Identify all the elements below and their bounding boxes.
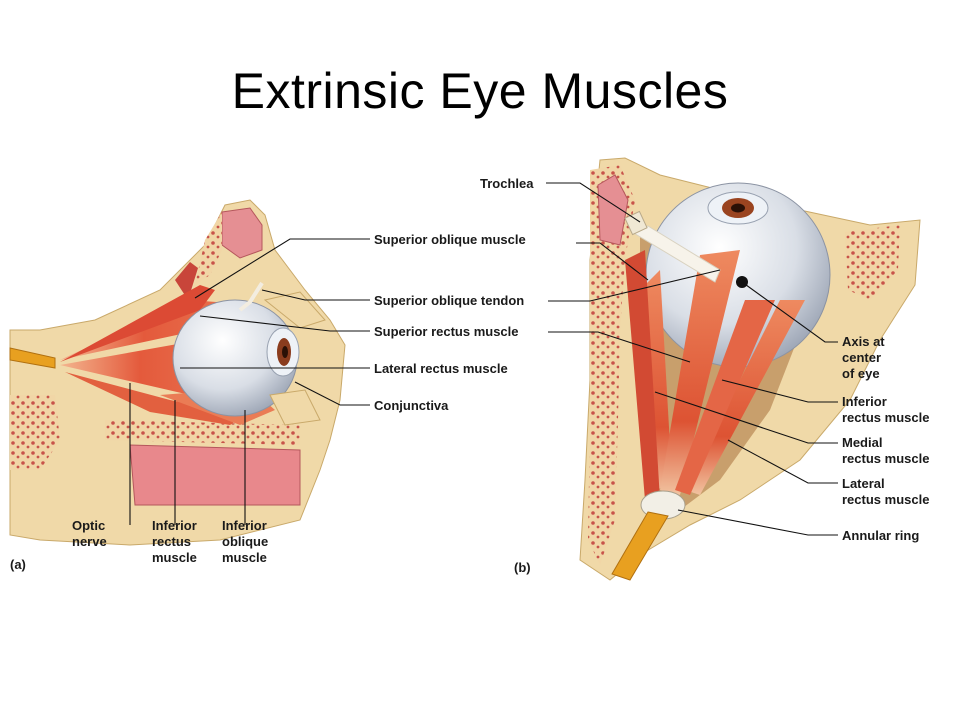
label-b-axis-1: Axis at <box>842 334 885 349</box>
panel-a-optic-nerve <box>9 347 56 369</box>
panel-b-marrow-left <box>588 165 635 565</box>
panel-a-marrow-left <box>10 395 60 470</box>
panel-b-labels: Trochlea Axis at center of eye Inferior … <box>480 176 929 575</box>
panel-a-oblique-tendon <box>238 281 264 312</box>
label-a-inferior-rectus-2: rectus <box>152 534 191 549</box>
panel-b-label: (b) <box>514 560 531 575</box>
label-a-optic-nerve-2: nerve <box>72 534 107 549</box>
label-a-inferior-rectus-1: Inferior <box>152 518 197 533</box>
panel-a-maxillary-sinus <box>129 444 301 506</box>
label-a-conjunctiva: Conjunctiva <box>374 398 449 413</box>
label-b-lateral-rectus-1: Lateral <box>842 476 885 491</box>
panel-a-labels: Superior oblique muscle Superior oblique… <box>10 232 526 572</box>
label-a-inferior-oblique-1: Inferior <box>222 518 267 533</box>
panel-a-label: (a) <box>10 557 26 572</box>
label-a-inferior-oblique-3: muscle <box>222 550 267 565</box>
panel-a-superior-oblique <box>60 285 215 362</box>
label-b-lateral-rectus-2: rectus muscle <box>842 492 929 507</box>
panel-a-levator <box>175 262 198 300</box>
panel-a-marrow-top <box>195 212 222 285</box>
panel-b-superior-rectus <box>660 250 740 495</box>
slide-title: Extrinsic Eye Muscles <box>231 63 729 119</box>
label-a-lateral-rectus-muscle: Lateral rectus muscle <box>374 361 508 376</box>
label-b-medial-rectus-1: Medial <box>842 435 882 450</box>
label-b-inferior-rectus-2: rectus muscle <box>842 410 929 425</box>
panel-b-superior-oblique <box>625 250 660 500</box>
panel-a-inferior-rectus <box>65 372 245 425</box>
panel-a <box>9 199 346 546</box>
label-a-optic-nerve-1: Optic <box>72 518 105 533</box>
panel-b-sinus <box>597 174 629 246</box>
panel-b-marrow-right <box>845 225 900 300</box>
panel-b-trochlea <box>624 210 648 236</box>
panel-a-marrow-bottom <box>105 420 300 445</box>
panel-b <box>579 157 921 581</box>
label-a-superior-oblique-tendon: Superior oblique tendon <box>374 293 524 308</box>
label-a-inferior-rectus-3: muscle <box>152 550 197 565</box>
label-b-axis-2: center <box>842 350 881 365</box>
panel-a-eyelid-upper <box>263 291 326 329</box>
panel-b-leaders <box>546 182 838 536</box>
label-b-trochlea: Trochlea <box>480 176 534 191</box>
panel-b-optic-nerve <box>611 511 669 581</box>
panel-b-pupil <box>731 203 745 213</box>
label-b-medial-rectus-2: rectus muscle <box>842 451 929 466</box>
panel-b-inferior-rectus <box>675 300 775 495</box>
panel-a-eyelid-lower <box>269 389 321 426</box>
label-a-superior-rectus-muscle: Superior rectus muscle <box>374 324 519 339</box>
label-b-axis-3: of eye <box>842 366 880 381</box>
panel-a-leaders <box>129 238 370 525</box>
label-b-inferior-rectus-1: Inferior <box>842 394 887 409</box>
label-b-annular-ring: Annular ring <box>842 528 919 543</box>
panel-b-lateral-rectus <box>685 300 805 495</box>
label-a-superior-oblique-muscle: Superior oblique muscle <box>374 232 526 247</box>
label-a-inferior-oblique-2: oblique <box>222 534 268 549</box>
panel-a-pupil <box>282 346 288 358</box>
